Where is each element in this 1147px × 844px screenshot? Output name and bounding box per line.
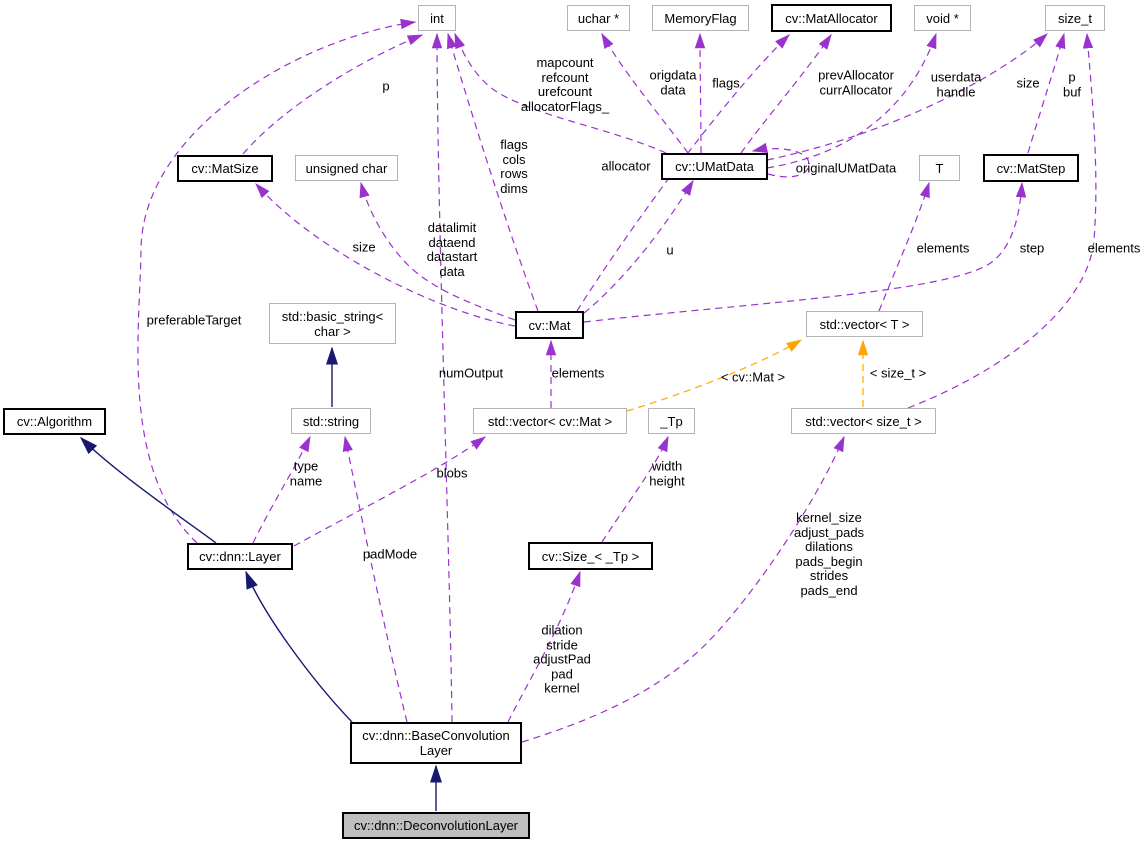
edge-label-preferabletarget: preferableTarget [146,312,242,328]
edge-label-kernelsize: kernel_size adjust_pads dilations pads_b… [793,510,865,599]
node-void-ptr[interactable]: void * [914,5,971,31]
node-size-template[interactable]: cv::Size_< _Tp > [528,542,653,570]
edge-label-userdata: userdata handle [930,69,982,99]
edge-baseconv-int-numoutput [431,32,453,723]
node-tp[interactable]: _Tp [648,408,695,434]
edge-label-size-umat: size [1016,75,1040,91]
edge-label-allocator: allocator [601,158,651,174]
node-basic-string[interactable]: std::basic_string< char > [269,303,396,344]
node-string[interactable]: std::string [291,408,371,434]
node-dnn-layer[interactable]: cv::dnn::Layer [187,543,293,570]
edge-umatdata-self-originalumatdata [751,142,810,178]
edge-label-typename: type name [289,458,323,488]
node-deconvolutionlayer: cv::dnn::DeconvolutionLayer [342,812,530,839]
edge-baseconv-size-dilation [507,570,581,723]
edge-umatdata-sizet-size [766,33,1048,161]
edge-label-elements-t: elements [916,240,970,256]
edge-matsize-int-p [242,34,424,155]
edge-label-dilation: dilation stride adjustPad pad kernel [533,622,591,696]
edge-umatdata-memoryflag-flags [694,32,706,154]
edge-mat-unsignedchar-datalimit [359,181,516,321]
edge-mat-int-flags [446,32,539,312]
edge-umatdata-voidptr-userdata [766,32,937,169]
edge-label-mapcount: mapcount refcount urefcount allocatorFla… [520,54,610,114]
node-algorithm[interactable]: cv::Algorithm [3,408,106,435]
edge-layer-string-typename [252,435,311,544]
edge-layer-int-preferabletarget [137,18,417,544]
node-memoryflag[interactable]: MemoryFlag [652,5,749,31]
edge-label-pbuf: p buf [1062,69,1082,99]
edge-umatdata-matallocator-prevallocator [740,33,832,154]
node-t[interactable]: T [919,155,960,181]
node-matstep[interactable]: cv::MatStep [983,154,1079,182]
edge-label-elements-sizet: elements [1087,240,1141,256]
edge-label-blobs: blobs [436,465,468,481]
node-umatdata[interactable]: cv::UMatData [661,153,768,180]
edge-vectorsizet-sizet-elements [907,32,1097,409]
edge-mat-matstep-step [583,181,1027,323]
edge-label-p: p [382,78,390,94]
edge-label-datalimit: datalimit dataend datastart data [426,219,478,279]
edge-vectormat-vectort-template [626,339,803,412]
node-uchar-ptr[interactable]: uchar * [567,5,630,31]
edge-label-flags-umat: flags [712,75,740,91]
edge-label-template-cvmat: < cv::Mat > [720,369,786,385]
edge-baseconv-vectorsizet-kernelsize [521,435,845,743]
node-vector-t[interactable]: std::vector< T > [806,311,923,337]
edge-baseconv-layer-inherit [245,570,353,723]
node-baseconvolutionlayer[interactable]: cv::dnn::BaseConvolution Layer [350,722,522,764]
edge-label-template-sizet: < size_t > [869,365,927,381]
edge-vectort-t-elements [878,181,930,312]
edge-layer-vectormat-blobs [293,436,487,547]
edge-label-elements-mat: elements [551,365,605,381]
node-int[interactable]: int [418,5,456,31]
node-mat[interactable]: cv::Mat [515,311,584,339]
node-matsize[interactable]: cv::MatSize [177,155,273,182]
edge-size-tp-widthheight [601,435,669,543]
node-vector-mat[interactable]: std::vector< cv::Mat > [473,408,627,434]
edge-baseconv-string-padmode [342,435,408,723]
edge-label-origdata: origdata data [649,67,697,97]
node-size-t[interactable]: size_t [1045,5,1105,31]
node-vector-size-t[interactable]: std::vector< size_t > [791,408,936,434]
edge-label-widthheight: width height [649,458,685,488]
edge-layer-algorithm-inherit [79,436,217,544]
node-matallocator[interactable]: cv::MatAllocator [771,4,892,32]
edge-label-flags-cols-rows-dims: flags cols rows dims [500,136,528,196]
edge-label-step: step [1019,240,1045,256]
edge-label-originalumatdata: originalUMatData [795,160,897,176]
edge-umatdata-ucharptr-origdata [601,32,689,154]
edge-label-size-mat: size [352,239,376,255]
edge-label-u: u [666,242,674,258]
edge-matstep-sizet-pbuf [1027,32,1066,154]
edge-label-prevallocator: prevAllocator currAllocator [818,67,894,97]
edge-mat-umatdata-u [583,179,694,314]
edge-label-padmode: padMode [362,546,418,562]
node-unsigned-char[interactable]: unsigned char [295,155,398,181]
edge-label-numoutput: numOutput [438,365,504,381]
